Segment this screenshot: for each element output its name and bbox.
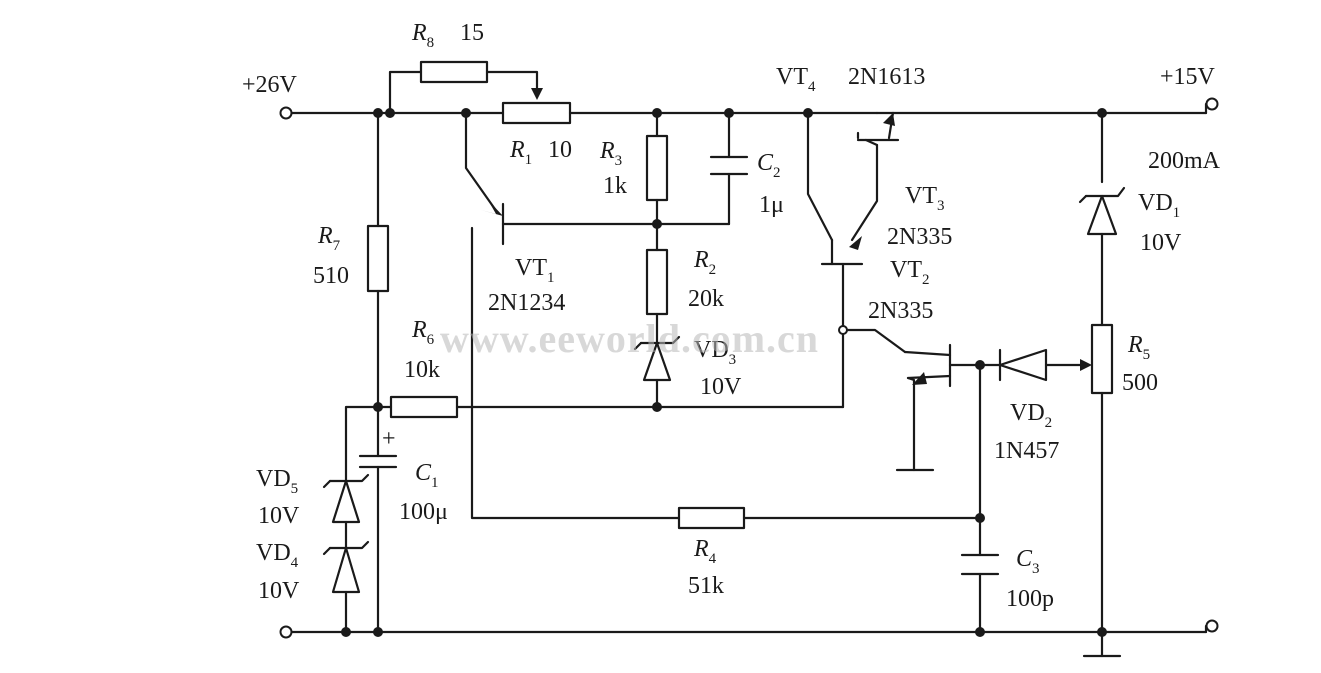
vd2-label: VD2 1N457	[994, 400, 1059, 464]
transistor-vt4	[856, 111, 900, 147]
resistor-r5	[1090, 323, 1114, 395]
c3-label: C3 100p	[1006, 546, 1054, 612]
zener-diode-vd3	[633, 335, 681, 382]
resistor-r4	[677, 506, 746, 530]
output-voltage-label: +15V	[1160, 64, 1216, 90]
svg-text:R3: R3	[599, 138, 622, 169]
svg-text:2N335: 2N335	[868, 298, 933, 324]
r8-label: R8 15	[411, 20, 484, 51]
vt2-label: VT2 2N335	[868, 257, 933, 324]
svg-text:VT2: VT2	[890, 257, 930, 288]
svg-text:R6: R6	[411, 317, 435, 348]
svg-text:1N457: 1N457	[994, 438, 1059, 464]
svg-text:1μ: 1μ	[759, 192, 784, 218]
vd5-label: VD5 10V	[256, 466, 300, 529]
svg-text:R4: R4	[693, 536, 717, 567]
svg-text:20k: 20k	[688, 286, 724, 312]
svg-text:100p: 100p	[1006, 586, 1054, 612]
svg-text:R7: R7	[317, 223, 341, 254]
input-terminal	[279, 106, 293, 120]
input-ground-terminal	[279, 625, 293, 639]
svg-text:2N1613: 2N1613	[848, 64, 925, 90]
junction-dots	[341, 108, 1107, 637]
svg-text:R2: R2	[693, 247, 716, 278]
capacitor-c2	[709, 155, 749, 176]
r7-label: R7 510	[313, 223, 349, 289]
vt4-label: VT4 2N1613	[776, 64, 925, 95]
svg-text:VD2: VD2	[1010, 400, 1052, 431]
transistor-vt3	[820, 236, 864, 266]
output-terminal	[1205, 97, 1219, 111]
resistor-r7	[366, 224, 390, 293]
svg-text:10: 10	[548, 137, 572, 163]
resistor-r1	[501, 101, 572, 125]
transistor-vt1	[481, 200, 505, 246]
vt3-label: VT3 2N335	[887, 183, 952, 250]
c2-label: C2 1μ	[757, 150, 784, 218]
zener-diode-vd1	[1078, 186, 1126, 236]
svg-text:+: +	[382, 426, 396, 452]
resistor-r3	[645, 134, 669, 202]
svg-text:VT4: VT4	[776, 64, 816, 95]
zener-diode-vd4	[322, 540, 370, 594]
c1-label: + C1 100μ	[382, 426, 448, 525]
r1-wiper-arrow	[531, 88, 543, 100]
svg-text:10V: 10V	[1140, 230, 1182, 256]
transistor-vt2	[903, 343, 952, 388]
svg-text:C2: C2	[757, 150, 781, 181]
r6-label: R6 10k	[404, 317, 440, 383]
svg-text:2N1234: 2N1234	[488, 290, 565, 316]
capacitor-c3	[960, 553, 1000, 576]
svg-text:VD3: VD3	[694, 337, 736, 368]
svg-text:10V: 10V	[700, 374, 742, 400]
svg-text:100μ: 100μ	[399, 499, 448, 525]
r5-wiper-arrow	[1080, 359, 1092, 371]
r4-label: R4 51k	[688, 536, 724, 599]
svg-text:R5: R5	[1127, 332, 1150, 363]
svg-text:C3: C3	[1016, 546, 1040, 577]
watermark: www.eeworld.com.cn	[440, 316, 819, 361]
resistor-r2	[645, 248, 669, 316]
svg-text:R8: R8	[411, 20, 434, 51]
resistor-r8	[419, 60, 489, 84]
svg-text:10k: 10k	[404, 357, 440, 383]
svg-text:C1: C1	[415, 460, 439, 491]
r5-label: R5 500	[1122, 332, 1158, 396]
output-ground-terminal	[1205, 619, 1219, 633]
svg-text:VT3: VT3	[905, 183, 945, 214]
svg-text:500: 500	[1122, 370, 1158, 396]
svg-text:VD1: VD1	[1138, 190, 1180, 221]
r2-label: R2 20k	[688, 247, 724, 312]
svg-text:VD5: VD5	[256, 466, 298, 497]
vt1-label: VT1 2N1234	[488, 255, 565, 316]
svg-text:10V: 10V	[258, 503, 300, 529]
r3-label: R3 1k	[599, 138, 627, 199]
resistor-r6	[389, 395, 459, 419]
vd4-label: VD4 10V	[256, 540, 300, 604]
svg-text:51k: 51k	[688, 573, 724, 599]
svg-text:15: 15	[460, 20, 484, 46]
svg-text:R1: R1	[509, 137, 532, 168]
svg-text:VT1: VT1	[515, 255, 555, 286]
vd1-label: VD1 10V	[1138, 190, 1182, 256]
diode-vd2	[998, 348, 1048, 382]
r1-label: R1 10	[509, 137, 572, 168]
svg-text:10V: 10V	[258, 578, 300, 604]
zener-diode-vd5	[322, 473, 370, 524]
svg-text:VD4: VD4	[256, 540, 299, 571]
output-current-label: 200mA	[1148, 148, 1221, 174]
input-voltage-label: +26V	[242, 72, 298, 98]
svg-text:2N335: 2N335	[887, 224, 952, 250]
vd3-label: VD3 10V	[694, 337, 742, 400]
capacitor-c1	[358, 454, 398, 469]
svg-text:510: 510	[313, 263, 349, 289]
svg-text:1k: 1k	[603, 173, 627, 199]
